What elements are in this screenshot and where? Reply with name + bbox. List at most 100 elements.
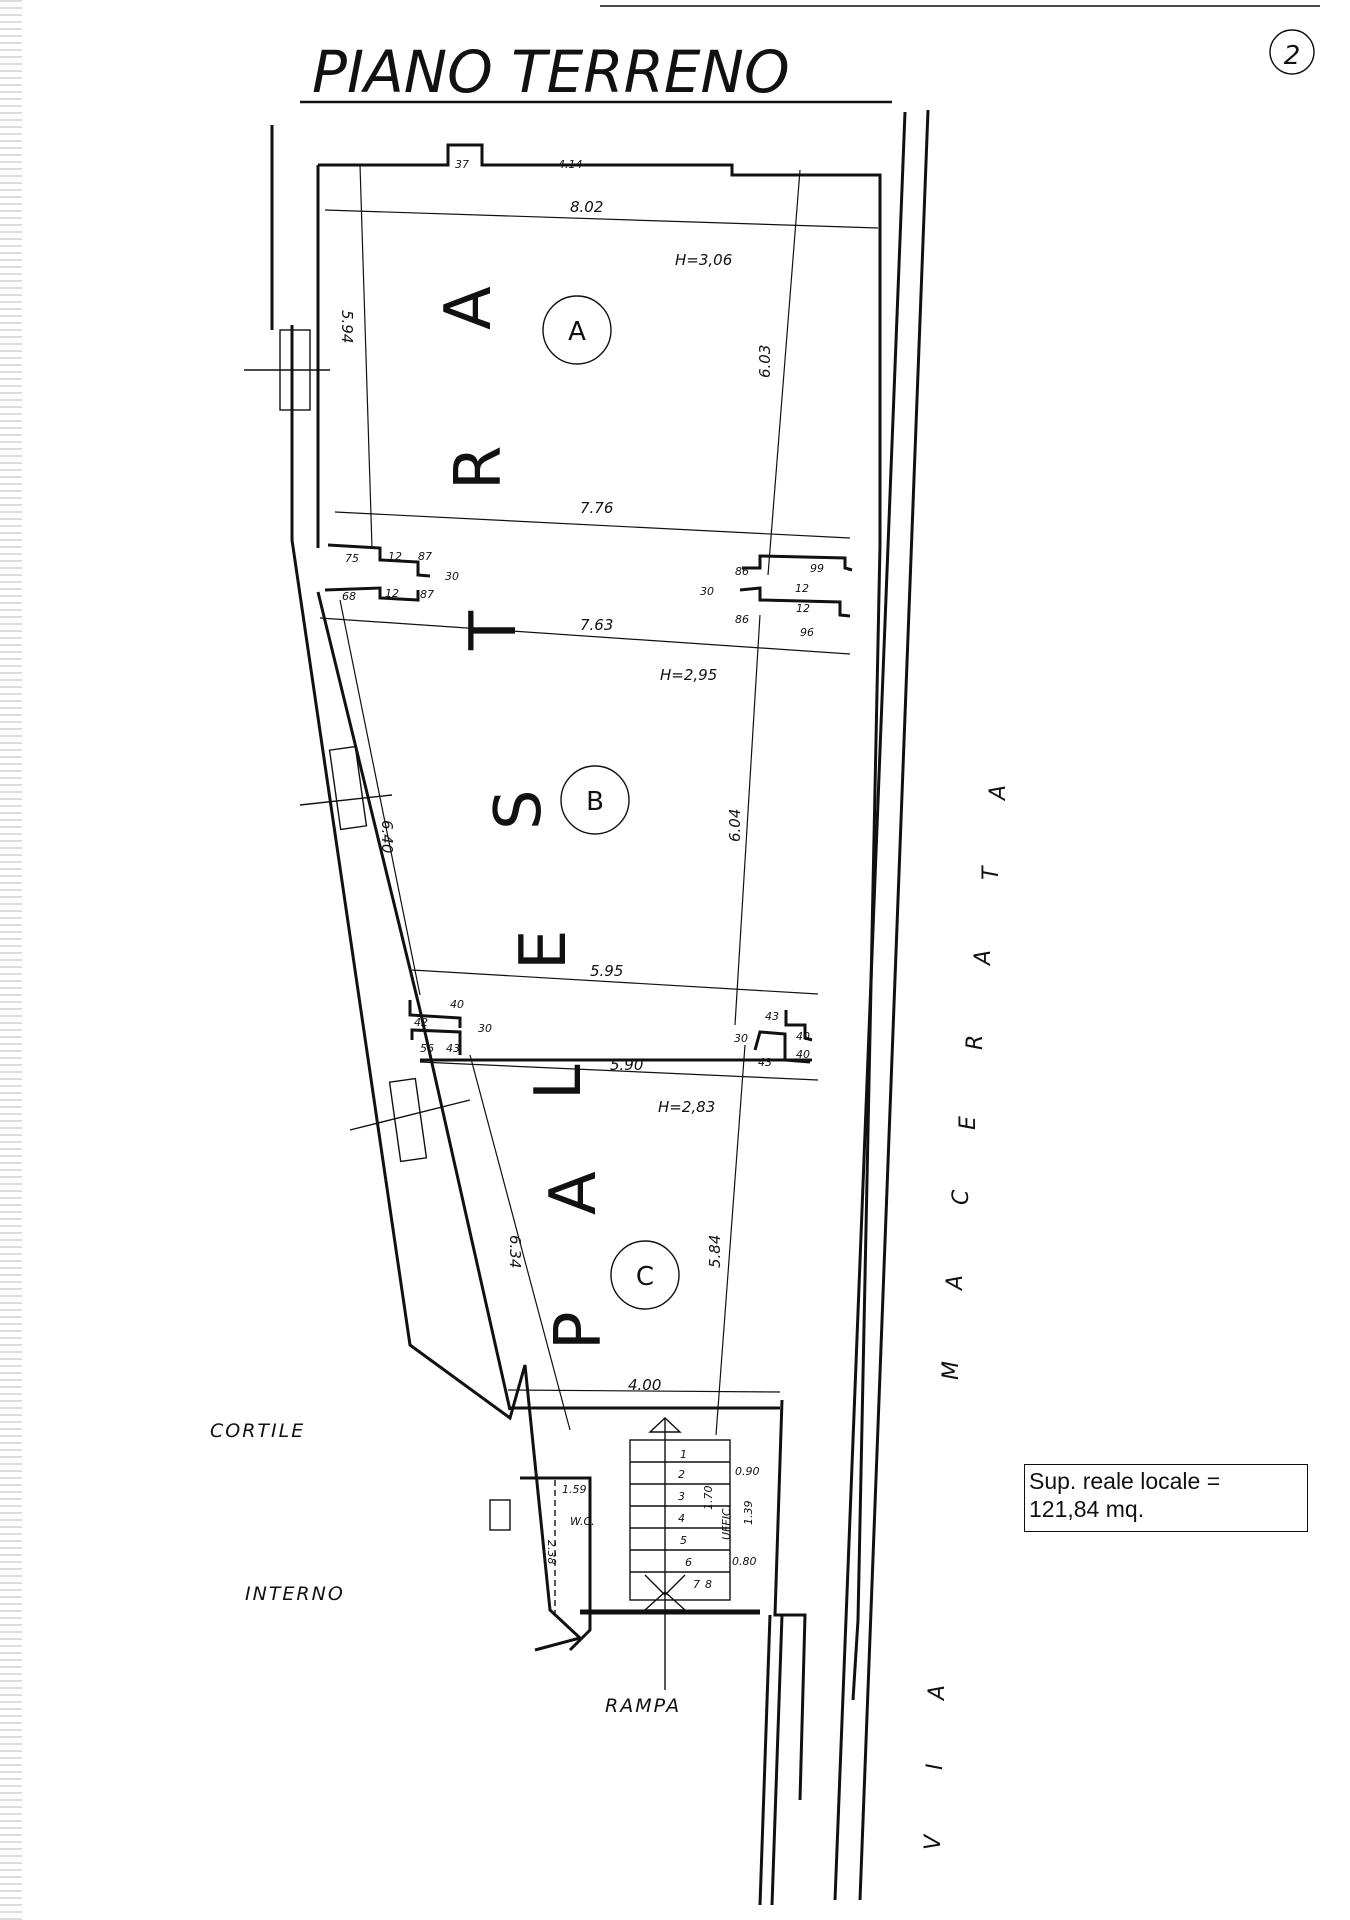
label-rampa: RAMPA bbox=[605, 1695, 681, 1717]
dim-bc-left-3: 30 bbox=[478, 1022, 492, 1035]
room-b-height: H=2,95 bbox=[660, 666, 717, 684]
dim-bc-right-1: 43 bbox=[765, 1010, 779, 1023]
room-a-circle bbox=[542, 295, 612, 365]
dim-bc-right-4: 40 bbox=[796, 1048, 810, 1061]
dim-wc-depth: 2.38 bbox=[545, 1540, 558, 1565]
staircase bbox=[580, 1417, 760, 1690]
dim-bc-left-2: 42 bbox=[414, 1016, 428, 1029]
letter: R bbox=[963, 1035, 988, 1050]
dim-b-depth-left: 6.40 bbox=[378, 820, 396, 853]
dim-b-width-bottom: 5.95 bbox=[590, 962, 623, 980]
room-a-height: H=3,06 bbox=[675, 251, 732, 269]
dim-uff-width: 0.90 bbox=[735, 1465, 760, 1478]
dim-a-depth-right: 6.03 bbox=[756, 345, 774, 378]
letter: E bbox=[956, 1116, 981, 1130]
step-number: 7 bbox=[693, 1578, 700, 1591]
step-number: 8 bbox=[705, 1578, 712, 1591]
step-number: 6 bbox=[685, 1556, 692, 1569]
dim-ab-right-6: 12 bbox=[796, 602, 810, 615]
letter: A bbox=[432, 286, 506, 330]
dim-wc-width: 1.59 bbox=[562, 1483, 587, 1496]
partition-ab bbox=[324, 543, 853, 618]
dim-ab-left-7: 87 bbox=[420, 588, 434, 601]
dim-c-width-top: 5.90 bbox=[610, 1056, 643, 1074]
letter: A bbox=[943, 1275, 968, 1292]
letter: A bbox=[925, 1685, 950, 1702]
dim-a-top-notch: 37 bbox=[455, 158, 469, 171]
letter: S bbox=[482, 789, 556, 830]
dim-ab-left-3: 87 bbox=[418, 550, 432, 563]
stair-step-numbers: 1 2 3 4 5 6 7 8 bbox=[678, 1448, 712, 1591]
dim-bc-left-5: 43 bbox=[446, 1042, 460, 1055]
watermark-palestra: A R T S E L A P bbox=[432, 286, 616, 1350]
letter: M bbox=[939, 1361, 964, 1380]
dim-c-width-bottom: 4.00 bbox=[628, 1376, 661, 1394]
label-wc: W.C. bbox=[570, 1515, 595, 1528]
room-b-circle bbox=[560, 765, 630, 835]
windows bbox=[244, 329, 511, 1531]
dim-a-width-bottom: 7.76 bbox=[580, 499, 613, 517]
letter: C bbox=[949, 1189, 974, 1205]
dim-uff-depth: 1.70 bbox=[702, 1486, 715, 1511]
page-title: PIANO TERRENO bbox=[312, 38, 790, 106]
dim-bc-left-4: 56 bbox=[420, 1042, 434, 1055]
letter: V bbox=[921, 1833, 946, 1850]
dim-uff-width-bottom: 0.80 bbox=[732, 1555, 757, 1568]
surface-area-note: Sup. reale locale = 121,84 mq. bbox=[1024, 1464, 1308, 1532]
dim-uff-side: 1.39 bbox=[742, 1501, 755, 1526]
dimension-lines bbox=[319, 164, 879, 1436]
dim-bc-left-1: 40 bbox=[450, 998, 464, 1011]
dim-ab-left-6: 12 bbox=[385, 587, 399, 600]
street-name-via-macerata: V I A M A C E R A T A bbox=[921, 785, 1011, 1850]
letter: A bbox=[537, 1171, 611, 1215]
dim-ab-right-2: 86 bbox=[735, 565, 749, 578]
letter: A bbox=[986, 785, 1011, 802]
letter: R bbox=[442, 446, 516, 490]
step-number: 2 bbox=[678, 1468, 685, 1481]
room-b-id: B bbox=[586, 787, 604, 817]
dim-ab-left-2: 12 bbox=[388, 550, 402, 563]
step-number: 4 bbox=[678, 1512, 685, 1525]
room-c-id: C bbox=[636, 1262, 654, 1292]
letter: L bbox=[522, 1064, 596, 1100]
dim-b-depth-right: 6.04 bbox=[726, 809, 744, 842]
building-walls bbox=[270, 109, 930, 1906]
dim-c-depth-left: 6.34 bbox=[506, 1235, 524, 1268]
area-line-1: Sup. reale locale = bbox=[1029, 1468, 1221, 1494]
letter: I bbox=[923, 1764, 948, 1771]
letter: A bbox=[971, 950, 996, 967]
dim-ab-left-4: 30 bbox=[445, 570, 459, 583]
dim-ab-right-5: 86 bbox=[735, 613, 749, 626]
dim-ab-left-5: 68 bbox=[342, 590, 356, 603]
label-cortile: CORTILE bbox=[210, 1420, 305, 1442]
wc-room bbox=[520, 1476, 592, 1652]
step-number: 3 bbox=[678, 1490, 685, 1503]
label-ufficio: UFFIC. bbox=[720, 1505, 733, 1540]
letter: P bbox=[542, 1311, 616, 1350]
step-number: 1 bbox=[680, 1448, 687, 1461]
area-line-2: 121,84 mq. bbox=[1029, 1496, 1145, 1522]
sheet-number: 2 bbox=[1284, 41, 1301, 71]
dim-ab-right-4: 12 bbox=[795, 582, 809, 595]
dim-c-depth-right: 5.84 bbox=[706, 1235, 724, 1268]
dim-bc-right-3: 30 bbox=[734, 1032, 748, 1045]
dim-ab-right-3: 99 bbox=[810, 562, 824, 575]
dim-a-depth-left: 5.94 bbox=[338, 310, 356, 343]
room-a-id: A bbox=[568, 317, 586, 347]
step-number: 5 bbox=[680, 1534, 687, 1547]
dim-a-top-width: 4.14 bbox=[558, 158, 583, 171]
partition-bc bbox=[408, 1000, 813, 1064]
label-interno: INTERNO bbox=[245, 1583, 345, 1605]
dim-ab-right-7: 96 bbox=[800, 626, 814, 639]
dim-ab-right-1: 30 bbox=[700, 585, 714, 598]
letter: T bbox=[457, 610, 531, 651]
dim-bc-right-2: 40 bbox=[796, 1030, 810, 1043]
room-c-height: H=2,83 bbox=[658, 1098, 715, 1116]
letter: T bbox=[979, 865, 1004, 880]
letter: E bbox=[507, 930, 581, 970]
dim-b-width-top: 7.63 bbox=[580, 616, 613, 634]
sheet-number-circle bbox=[1269, 29, 1315, 75]
dim-bc-right-5: 43 bbox=[758, 1056, 772, 1069]
room-c-circle bbox=[610, 1240, 680, 1310]
